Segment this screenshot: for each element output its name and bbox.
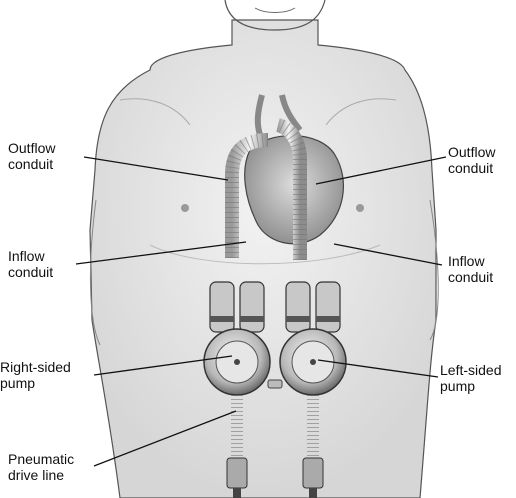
label-line: conduit <box>8 264 54 280</box>
leader-left-pump <box>317 359 439 378</box>
label-line: pump <box>440 378 476 394</box>
torso <box>89 19 437 498</box>
left-nipple <box>181 204 189 212</box>
right-nipple <box>356 204 364 212</box>
leader-inflow-right <box>333 243 443 266</box>
label-line: Left-sided <box>440 362 502 378</box>
label-pneumatic-drive-line: Pneumatic drive line <box>8 451 74 483</box>
label-inflow-conduit-right: Inflow conduit <box>448 253 493 285</box>
leader-outflow-left <box>83 156 229 181</box>
leader-inflow-left <box>75 241 247 265</box>
label-line: conduit <box>448 160 494 176</box>
label-inflow-conduit-left: Inflow conduit <box>8 248 53 280</box>
label-line: Outflow <box>448 144 496 160</box>
label-line: conduit <box>448 269 494 285</box>
chin <box>224 0 326 31</box>
label-line: Pneumatic <box>8 451 75 467</box>
outflow-conduit-right-graft <box>225 133 269 258</box>
leader-lines <box>75 156 447 467</box>
leader-outflow-right <box>315 156 447 185</box>
leader-right-pump <box>93 355 233 376</box>
label-line: Right-sided <box>0 359 71 375</box>
label-line: drive line <box>8 467 65 483</box>
label-line: pump <box>0 375 36 391</box>
label-line: Inflow <box>448 253 485 269</box>
label-outflow-conduit-left: Outflow conduit <box>8 140 55 172</box>
label-line: Outflow <box>8 140 56 156</box>
label-line: conduit <box>8 156 54 172</box>
label-line: Inflow <box>8 248 45 264</box>
label-left-sided-pump: Left-sided pump <box>440 362 501 394</box>
label-outflow-conduit-right: Outflow conduit <box>448 144 495 176</box>
label-right-sided-pump: Right-sided pump <box>0 359 71 391</box>
leader-drive-line <box>93 410 237 467</box>
